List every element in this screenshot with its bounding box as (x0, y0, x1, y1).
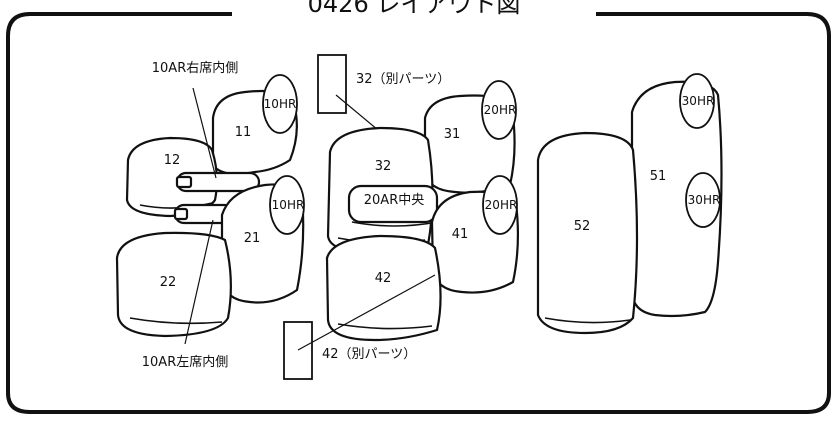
headrest-label: 10HR (272, 198, 305, 212)
leader-part-42 (297, 274, 436, 351)
leader-armrest-right (192, 87, 217, 179)
seat-51-label: 51 (650, 169, 667, 184)
headrest-20hr-41 (482, 175, 518, 235)
headrest-label: 20HR (485, 198, 518, 212)
diagram-title: 0426 レイアウト図 (308, 0, 521, 18)
leader-armrest-left (184, 219, 214, 345)
seat-42-cushion (325, 234, 442, 342)
seat-22-seam (129, 317, 223, 325)
seat-52-label: 52 (574, 219, 591, 234)
seat-51-back (630, 80, 723, 318)
part-42-label: 42（別パーツ） (322, 347, 416, 362)
headrest-10hr-11 (262, 74, 298, 134)
headrest-label: 20HR (484, 103, 517, 117)
armrest-left-label: 10AR左席内側 (142, 354, 228, 370)
seat-21-label: 21 (244, 231, 261, 246)
armrest-center-seam (351, 221, 438, 227)
frame-border (6, 12, 831, 414)
headrest-30hr-51a (679, 73, 715, 129)
armrest-left-cap (173, 207, 189, 221)
headrest-10hr-21 (269, 175, 305, 235)
headrest-20hr-31 (481, 80, 517, 140)
part-42-box (283, 321, 313, 380)
seat-12-label: 12 (164, 153, 181, 168)
seat-31-label: 31 (444, 127, 461, 142)
headrest-30hr-51b (685, 172, 721, 228)
part-32-label: 32（別パーツ） (356, 72, 450, 87)
seat-22-label: 22 (160, 275, 177, 290)
seat-22-cushion (115, 231, 232, 338)
headrest-label: 30HR (688, 193, 721, 207)
seat-11-label: 11 (235, 125, 252, 140)
armrest-center (347, 184, 439, 224)
seat-41-label: 41 (452, 227, 469, 242)
seat-32-label: 32 (375, 159, 392, 174)
part-32-box (317, 54, 347, 114)
seat-42-seam (337, 323, 433, 330)
seat-42-label: 42 (375, 271, 392, 286)
headrest-label: 30HR (682, 94, 715, 108)
headrest-label: 10HR (264, 97, 297, 111)
armrest-right-label: 10AR右席内側 (152, 60, 238, 76)
seat-52-seam (544, 317, 631, 324)
armrest-right-cap (175, 175, 193, 189)
armrest-center-label: 20AR中央 (364, 193, 424, 208)
seat-52-cushion (536, 131, 639, 335)
